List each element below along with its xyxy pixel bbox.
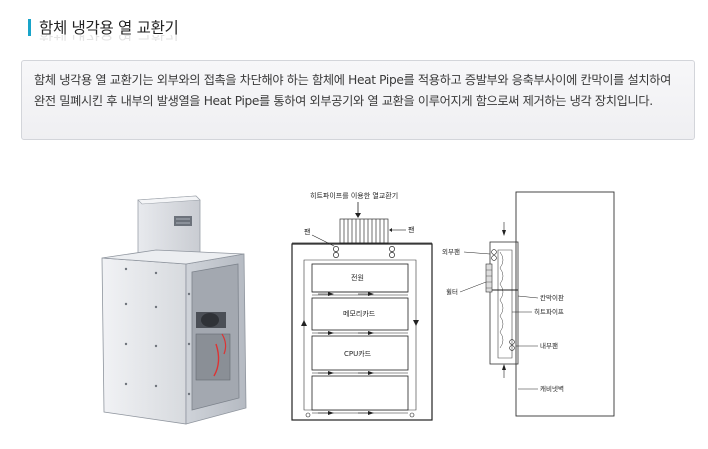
section-title-reflection: 함체 냉각용 열 교환기 bbox=[39, 35, 179, 45]
title-accent-bar bbox=[28, 19, 31, 36]
label-heat-pipe: 히트파이프 bbox=[534, 307, 564, 316]
side-section-diagram: 외부팬 휠터 칸막이판 히트파이프 내부팬 캐비넷벽 bbox=[440, 190, 618, 420]
label-inner-fan: 내부팬 bbox=[540, 341, 558, 350]
diagram1-row-power: 전원 bbox=[351, 273, 364, 282]
label-partition: 칸막이판 bbox=[540, 293, 564, 302]
diagram1-fan-right: 팬 bbox=[408, 225, 414, 234]
label-heater: 휠터 bbox=[446, 287, 458, 296]
diagram1-caption: 히트파이프를 이용한 열교환기 bbox=[310, 191, 398, 200]
diagram1-fan-left: 팬 bbox=[304, 227, 310, 236]
diagram1-row-memory: 메모리카드 bbox=[343, 309, 376, 318]
label-outer-fan: 외부팬 bbox=[442, 247, 460, 256]
diagram1-row-cpu: CPU카드 bbox=[344, 349, 372, 358]
description-text: 함체 냉각용 열 교환기는 외부와의 접촉을 차단해야 하는 함체에 Heat … bbox=[34, 70, 684, 112]
heat-exchanger-product-image bbox=[96, 194, 252, 426]
label-cabinet-wall: 캐비넷벽 bbox=[540, 384, 564, 393]
cabinet-heat-exchanger-diagram: 히트파이프를 이용한 열교환기 팬 팬 전원 메모리카드 CPU카드 bbox=[288, 186, 438, 422]
description-box: 함체 냉각용 열 교환기는 외부와의 접촉을 차단해야 하는 함체에 Heat … bbox=[21, 60, 695, 140]
